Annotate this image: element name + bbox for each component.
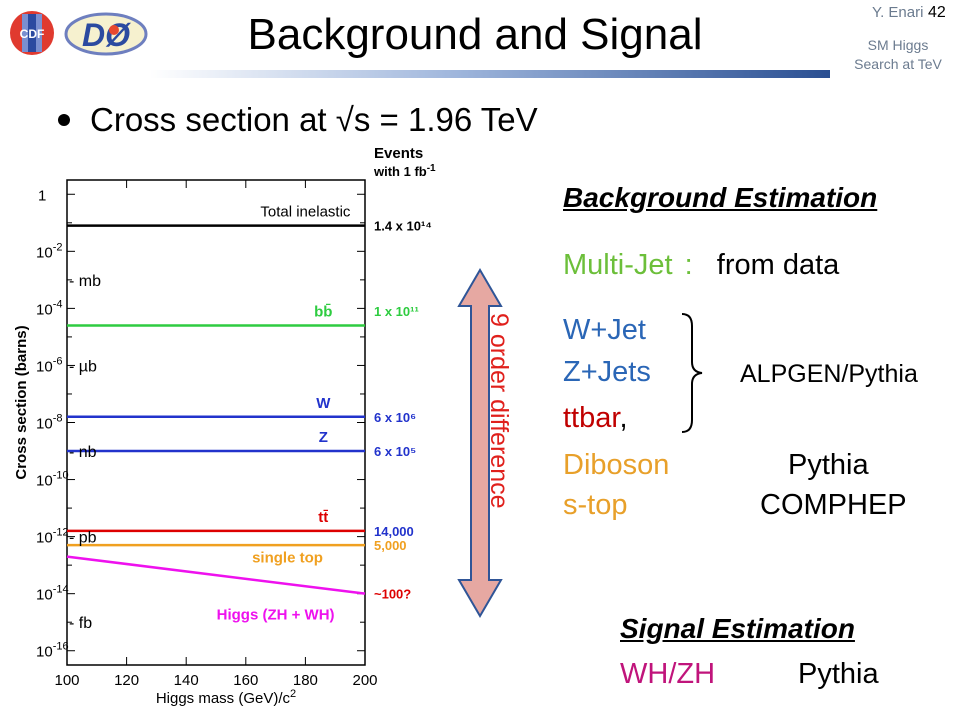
events-subheader: with 1 fb-1 [373, 163, 436, 179]
arrow-label: 9 order difference [484, 313, 524, 553]
events-label: 1 x 10¹¹ [374, 304, 419, 319]
signal-heading: Signal Estimation [620, 613, 855, 644]
y-tick-label: 10-14 [36, 584, 69, 604]
slide-title: Background and Signal [0, 8, 960, 62]
y-tick-label: 10-12 [36, 527, 69, 547]
series-label: Total inelastic [260, 204, 351, 221]
events-label: 14,000 [374, 524, 414, 539]
series-label: W [316, 395, 331, 412]
d0-logo-graphic: DØ [64, 12, 148, 56]
events-label: 6 x 10⁶ [374, 410, 416, 425]
bullet-text: Cross section at √s = 1.96 TeV [90, 101, 538, 138]
author: Y. Enari [872, 4, 924, 21]
cdf-logo: CDF [6, 8, 58, 58]
series-label: bb̄ [314, 303, 332, 321]
plot-frame [66, 179, 366, 666]
x-tick-label: 160 [233, 672, 258, 689]
y-tick-label: 10-10 [36, 470, 69, 490]
x-axis-label: Higgs mass (GeV)/c2 [156, 688, 296, 707]
events-label: 5,000 [374, 538, 407, 553]
series-label: Z [319, 429, 328, 446]
ttbar-comma: , [619, 402, 628, 434]
diboson-label: Diboson [563, 449, 670, 481]
y-tick-label: 10-6 [36, 355, 62, 375]
events-label: 1.4 x 10¹⁴ [374, 219, 432, 234]
series-label: Higgs (ZH + WH) [217, 606, 335, 623]
unit-mark: - µb [69, 358, 97, 375]
multijet-row: Multi-Jet : from data [563, 247, 839, 283]
zjets-label: Z+Jets [563, 356, 651, 388]
bullet-cross-section: Cross section at √s = 1.96 TeV [58, 98, 538, 142]
series-lines [66, 224, 366, 595]
y-tick-label: 10-8 [36, 413, 62, 433]
plot-border [66, 179, 366, 666]
unit-mark: - fb [69, 615, 92, 632]
y-tick-label: 10-4 [36, 298, 62, 318]
events-header: Events [374, 145, 423, 162]
background-heading: Background Estimation [563, 182, 878, 213]
bullet-dot [58, 114, 70, 127]
footer-line-1: SM Higgs [867, 37, 929, 53]
signal-label: WH/ZH [620, 658, 716, 690]
ttbar-label: ttbar [563, 402, 620, 434]
series-label: single top [252, 549, 323, 566]
stop-method: COMPHEP [760, 489, 907, 521]
y-axis-label: Cross section (barns) [13, 325, 30, 479]
brace-icon [681, 313, 703, 433]
multijet-sep: : [684, 249, 693, 281]
d0-logo-text: DØ [82, 17, 131, 53]
multijet-label: Multi-Jet [563, 249, 673, 281]
arrow-label-text: 9 order difference [485, 313, 513, 509]
y-tick-label: 10-2 [36, 241, 62, 261]
d0-logo: DØ [62, 8, 150, 58]
x-tick-label: 140 [174, 672, 199, 689]
cdf-logo-text: CDF [20, 27, 45, 41]
y-tick-label: 10-16 [36, 641, 69, 661]
footer: SM Higgs Search at TeV [838, 36, 958, 74]
x-tick-label: 200 [352, 672, 377, 689]
events-column: 1.4 x 10¹⁴ 1 x 10¹¹ 6 x 10⁶ 6 x 10⁵ 14,0005,… [373, 145, 436, 602]
x-tick-label: 120 [114, 672, 139, 689]
y-tick-label: 1 [38, 187, 46, 204]
double-arrow-icon [457, 268, 503, 618]
title-rule [150, 70, 830, 78]
wjet-label: W+Jet [563, 314, 646, 346]
cross-section-chart: 1 10-2 10-4 10-6 10-8 10-10 10-12 10-14 10-16 Cro… [13, 145, 436, 707]
unit-marks: - mb - µb - nb - pb - fb [69, 273, 101, 632]
y-axis: 1 10-2 10-4 10-6 10-8 10-10 10-12 10-14 10-16 Cro… [13, 187, 365, 661]
slide-title-text: Background and Signal [247, 10, 703, 59]
mc-method: ALPGEN/Pythia [740, 360, 918, 388]
events-label: ~100? [374, 587, 411, 602]
signal-method: Pythia [798, 658, 879, 690]
series-label: tt̄ [318, 509, 328, 526]
multijet-method: from data [716, 249, 840, 281]
unit-mark: - mb [69, 273, 101, 290]
page-number: 42 [928, 4, 946, 21]
footer-line-2: Search at TeV [854, 56, 942, 72]
series-line [66, 555, 366, 595]
x-tick-label: 180 [293, 672, 318, 689]
events-label: 6 x 10⁵ [374, 444, 416, 459]
unit-mark: - pb [69, 530, 97, 547]
stop-label: s-top [563, 489, 628, 521]
ttbar-row: ttbar, [563, 400, 628, 436]
x-tick-label: 100 [54, 672, 79, 689]
unit-mark: - nb [69, 444, 97, 461]
cdf-logo-graphic: CDF [10, 11, 54, 55]
diboson-method: Pythia [788, 449, 869, 481]
